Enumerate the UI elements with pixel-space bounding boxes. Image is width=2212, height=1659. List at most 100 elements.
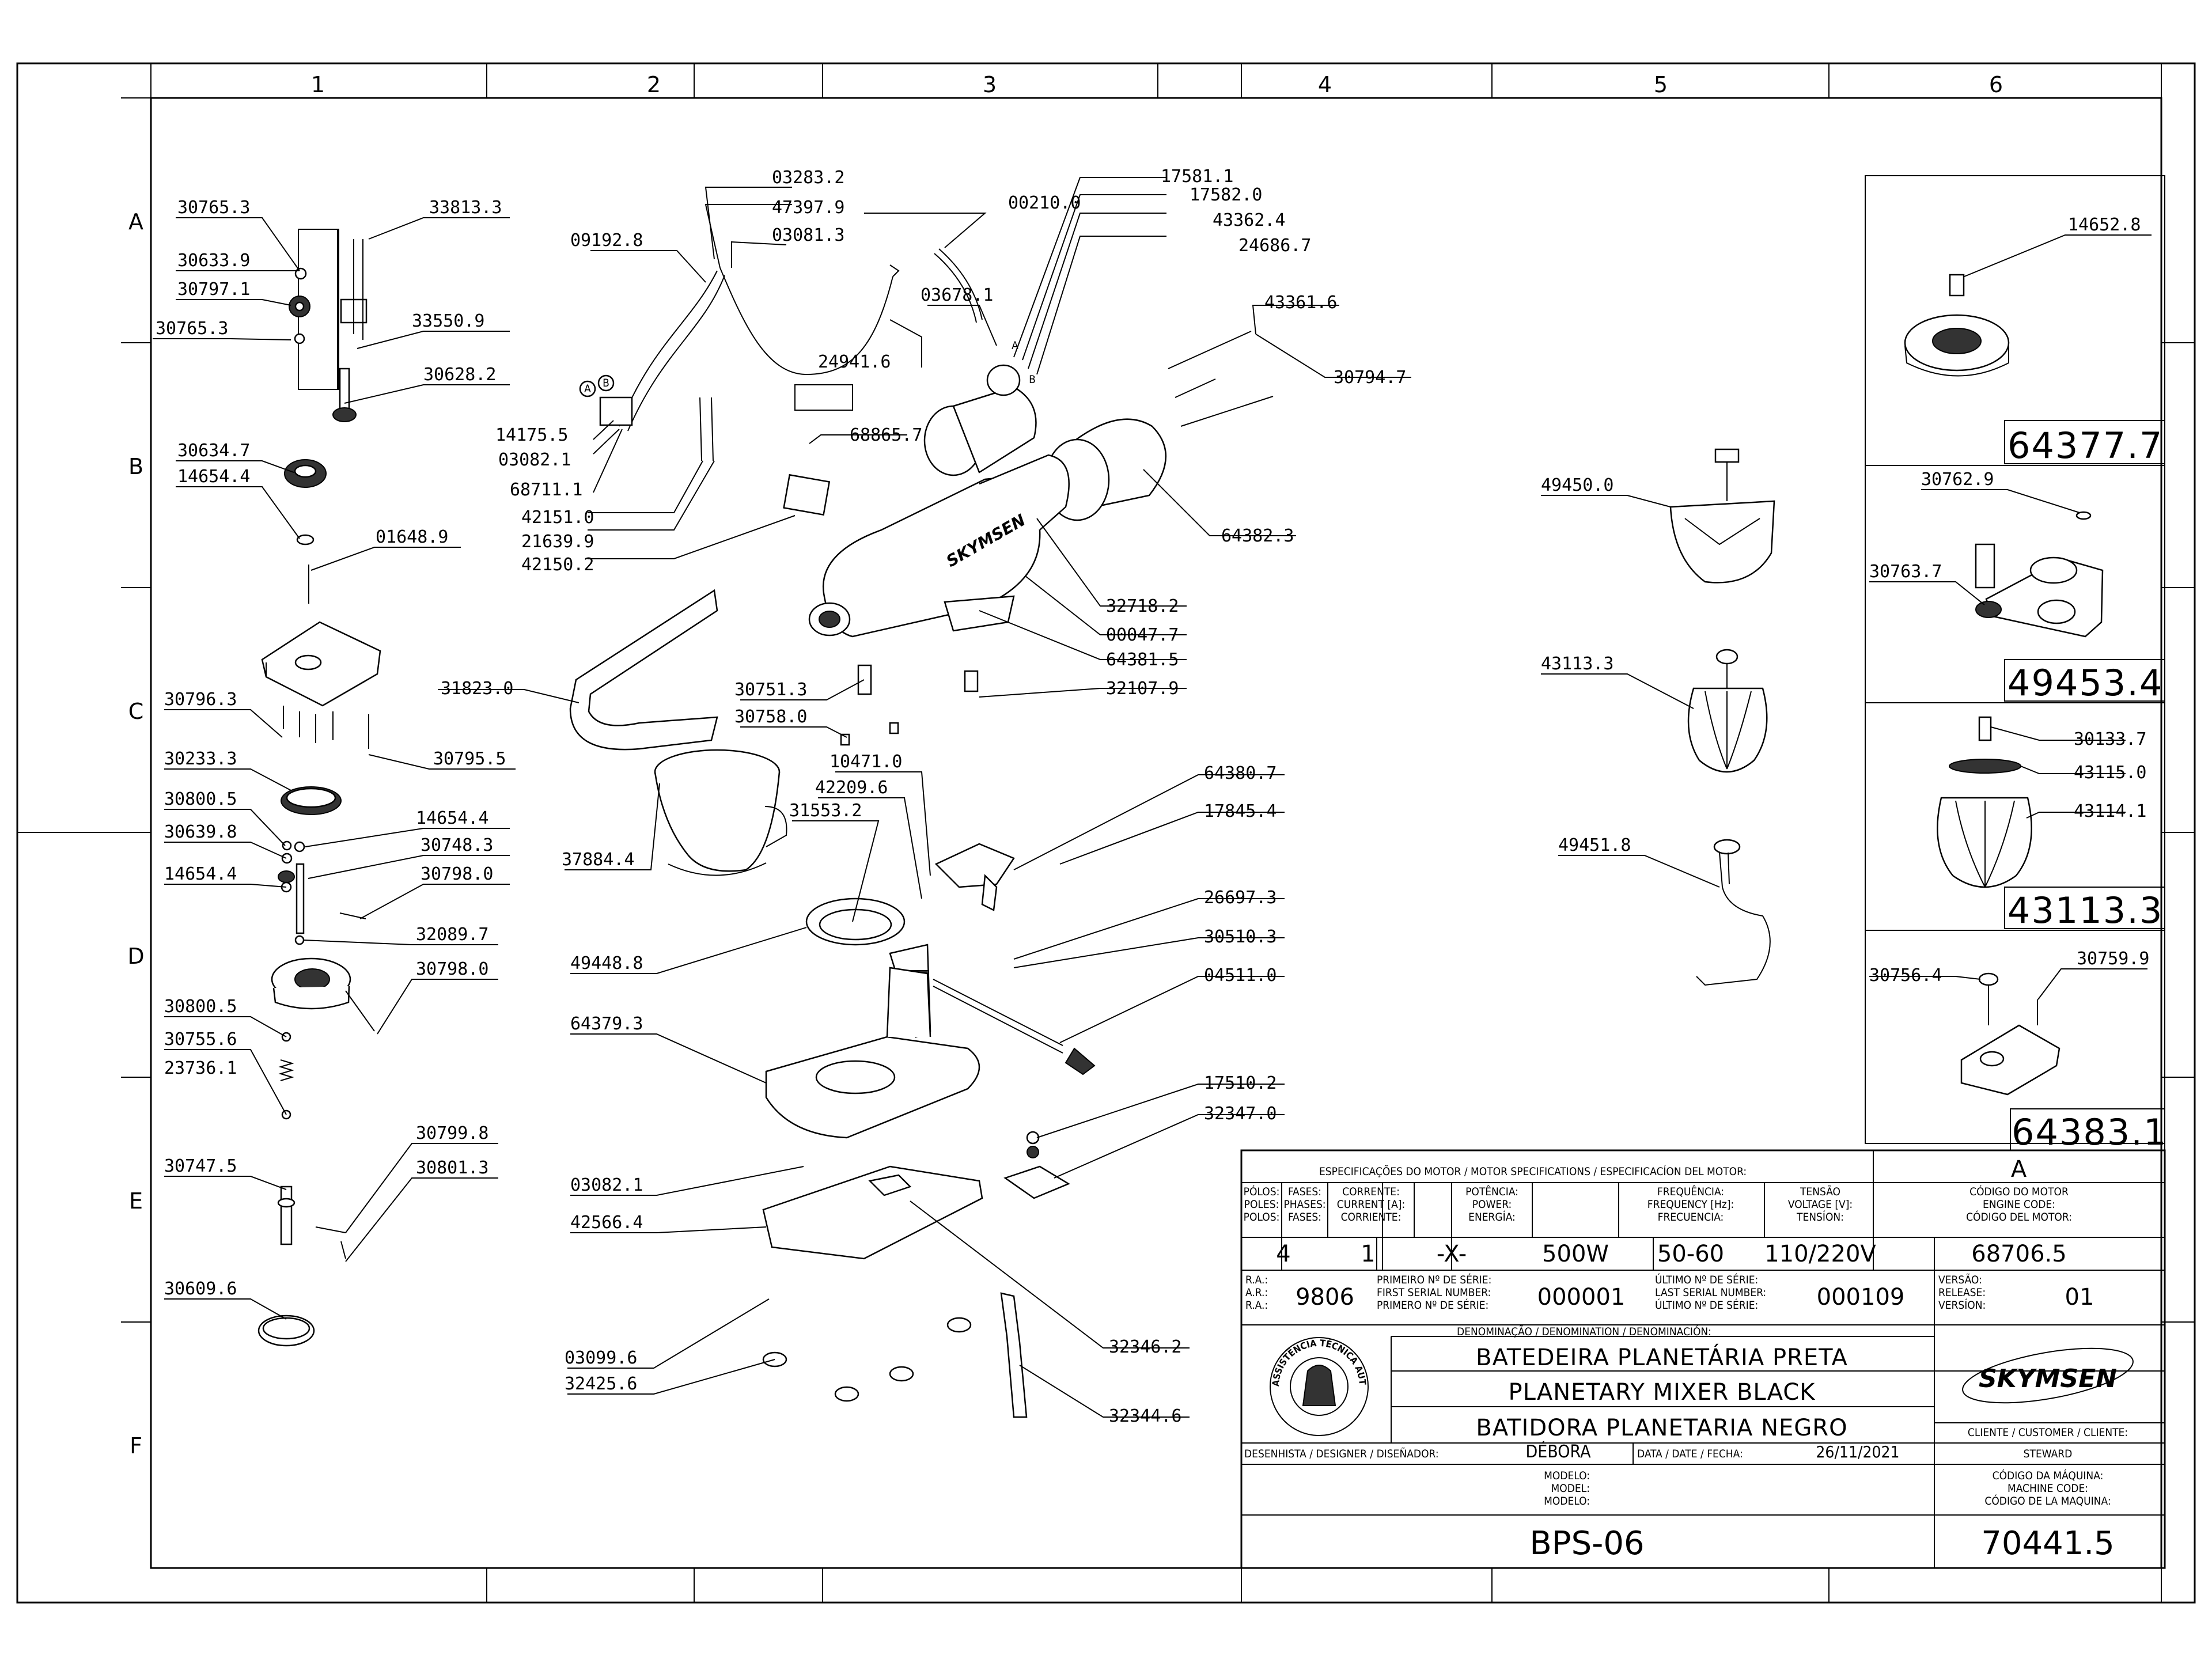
zone-col-5: 5	[1654, 72, 1668, 97]
part-label: 03081.3	[772, 225, 844, 245]
zone-row-a: A	[128, 209, 143, 234]
drawing-frame	[16, 62, 2196, 1604]
accessories-group	[1669, 448, 1775, 986]
part-label: 09192.8	[570, 230, 643, 251]
power-label: POTÊNCIA:	[1465, 1185, 1518, 1198]
part-label: 30633.9	[177, 251, 250, 271]
current-label: CORRENTE:	[1342, 1185, 1400, 1198]
client-value: STEWARD	[2024, 1448, 2073, 1460]
current-label: CURRENT [A]:	[1337, 1198, 1405, 1211]
poles-label: POLES:	[1244, 1198, 1279, 1211]
part-label: 14654.4	[177, 467, 250, 487]
client-label: CLIENTE / CUSTOMER / CLIENTE:	[1968, 1426, 2128, 1439]
part-label: 30798.0	[416, 959, 488, 979]
part-label: 31553.2	[789, 801, 862, 821]
part-label: 30765.3	[156, 319, 228, 339]
subassembly-codes: 64377.7 49453.4 43113.3 64383.1	[2008, 425, 2166, 1153]
part-label: 42151.0	[521, 507, 594, 528]
part-label: 42566.4	[570, 1213, 643, 1233]
part-label: 17582.0	[1190, 185, 1262, 205]
model-label: MODELO:	[1544, 1469, 1590, 1482]
ra-label: R.A.:	[1245, 1299, 1268, 1312]
first-serial-label: FIRST SERIAL NUMBER:	[1377, 1286, 1491, 1299]
part-label: 43115.0	[2074, 763, 2146, 783]
part-label: 64380.7	[1204, 763, 1277, 783]
part-label: 30762.9	[1921, 469, 1994, 490]
first-serial-value: 000001	[1537, 1284, 1626, 1310]
part-label: 24941.6	[818, 352, 891, 372]
part-label: 00047.7	[1106, 625, 1179, 645]
zone-row-e: E	[129, 1188, 143, 1214]
mixer-body-assembly: A B B A SKYMSEN	[569, 248, 1274, 1418]
machine-code-label: MACHINE CODE:	[2008, 1482, 2088, 1495]
ra-label: A.R.:	[1245, 1286, 1268, 1299]
poles-label: POLOS:	[1244, 1211, 1280, 1224]
part-label: 42209.6	[815, 778, 888, 798]
date-value: 26/11/2021	[1816, 1442, 1899, 1461]
brand-name: SKYMSEN	[1979, 1364, 2117, 1393]
part-label: 32718.2	[1106, 596, 1179, 616]
part-label: 43362.4	[1213, 210, 1285, 230]
part-label: 03678.1	[921, 285, 993, 305]
part-label: 30797.1	[177, 279, 250, 300]
frequency-value: 50-60	[1657, 1241, 1724, 1267]
part-label: 30800.5	[164, 789, 237, 809]
assembly-code: 49453.4	[2008, 662, 2163, 704]
part-label: 49450.0	[1541, 475, 1613, 495]
frequency-label: FREQUENCY [Hz]:	[1647, 1198, 1734, 1211]
zone-row-d: D	[127, 944, 144, 969]
zone-row-c: C	[128, 699, 144, 724]
part-label: 49448.8	[570, 953, 643, 974]
part-label: 30765.3	[177, 198, 250, 218]
part-label: 43114.1	[2074, 801, 2146, 821]
current-value: -X-	[1437, 1241, 1467, 1267]
part-label: 30795.5	[433, 749, 506, 769]
part-label: 30794.7	[1334, 368, 1406, 388]
zone-col-3: 3	[983, 72, 997, 97]
first-serial-label: PRIMEIRO Nº DE SÉRIE:	[1377, 1273, 1491, 1286]
designer-value: DÉBORA	[1525, 1441, 1591, 1462]
zone-row-b: B	[128, 454, 143, 479]
part-label: 03082.1	[498, 450, 571, 470]
callout-b-motor: B	[1029, 373, 1036, 386]
zone-row-f: F	[130, 1433, 142, 1459]
version-label: RELEASE:	[1938, 1286, 1986, 1299]
part-label: 37884.4	[562, 850, 634, 870]
version-label: VERSÃO:	[1938, 1273, 1982, 1286]
voltage-value: 110/220V	[1764, 1241, 1876, 1267]
assembly-code: 64377.7	[2008, 425, 2163, 467]
part-label: 30133.7	[2074, 729, 2146, 749]
part-label: 23736.1	[164, 1058, 237, 1078]
phases-value: 1	[1361, 1241, 1375, 1267]
part-label: 17581.1	[1161, 166, 1233, 187]
part-label: 68865.7	[850, 425, 922, 445]
voltage-label: TENSÍON:	[1796, 1210, 1844, 1224]
denomination-label: DENOMINAÇÃO / DENOMINATION / DENOMINACIÓ…	[1457, 1324, 1711, 1338]
part-label: 30609.6	[164, 1279, 237, 1299]
part-label: 30758.0	[734, 707, 807, 727]
part-label: 03099.6	[565, 1348, 637, 1368]
subassembly-panel	[1865, 175, 2165, 1151]
machine-code-label: CÓDIGO DE LA MAQUINA:	[1984, 1494, 2111, 1508]
part-label: 32347.0	[1204, 1104, 1277, 1124]
part-label: 64381.5	[1106, 650, 1179, 670]
part-label: 32107.9	[1106, 679, 1179, 699]
part-label: 30233.3	[164, 749, 237, 769]
name-pt: BATEDEIRA PLANETÁRIA PRETA	[1476, 1343, 1848, 1371]
last-serial-label: ÚLTIMO Nº DE SÉRIE:	[1655, 1272, 1758, 1286]
last-serial-value: 000109	[1817, 1284, 1905, 1310]
leader-lines	[153, 177, 2152, 1418]
voltage-label: TENSÃO	[1800, 1185, 1840, 1198]
name-en: PLANETARY MIXER BLACK	[1509, 1379, 1816, 1406]
callout-a-plug: A	[584, 382, 591, 395]
zone-labels: 1 2 3 4 5 6 A B C D E F	[127, 72, 2003, 1459]
part-label: 42150.2	[521, 555, 594, 575]
last-serial-label: ÚLTIMO Nº DE SÉRIE:	[1655, 1298, 1758, 1312]
part-label: 01648.9	[376, 527, 448, 547]
engine-code-label: ENGINE CODE:	[1983, 1198, 2055, 1211]
poles-value: 4	[1276, 1241, 1290, 1267]
part-label: 30759.9	[2077, 949, 2149, 969]
part-label: 24686.7	[1238, 236, 1311, 256]
part-label: 33550.9	[412, 311, 484, 331]
